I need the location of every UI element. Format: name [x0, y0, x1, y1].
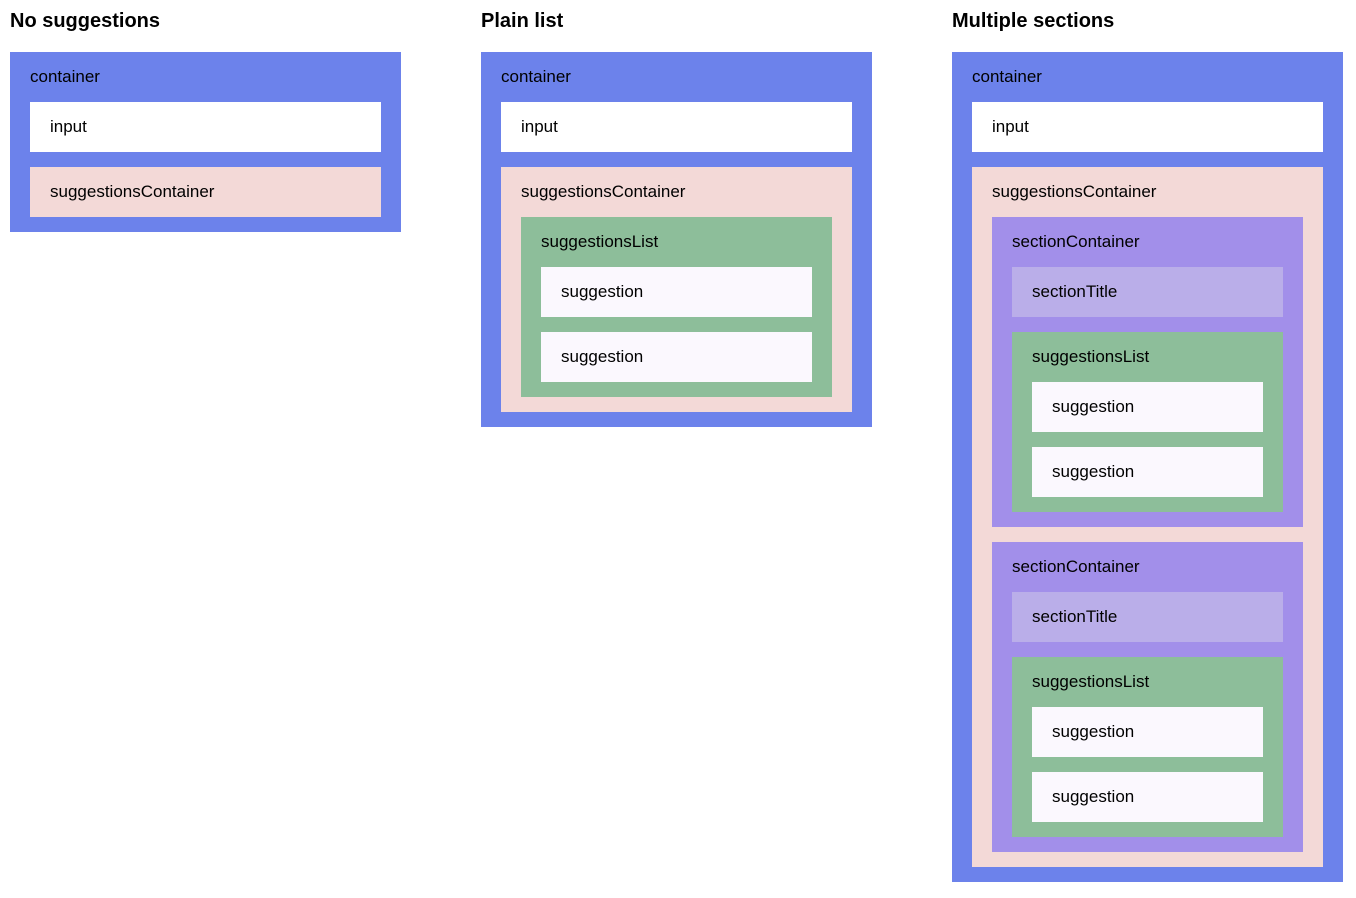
suggestion-label: suggestion	[1052, 462, 1135, 481]
example-plain-list: Plain list container input suggestionsCo…	[481, 10, 872, 427]
section-container-label: sectionContainer	[1012, 557, 1140, 576]
suggestion-label: suggestion	[561, 347, 644, 366]
container-box: container input suggestionsContainer	[10, 52, 401, 232]
suggestions-list-label: suggestionsList	[1032, 347, 1150, 366]
suggestions-list-label: suggestionsList	[1032, 672, 1150, 691]
suggestions-container-label: suggestionsContainer	[521, 182, 686, 201]
suggestion-item[interactable]: suggestion	[1032, 382, 1263, 432]
suggestion-item[interactable]: suggestion	[1032, 707, 1263, 757]
suggestions-container-box: suggestionsContainer sectionContainer se…	[972, 167, 1323, 867]
container-box: container input suggestionsContainer sug…	[481, 52, 872, 427]
suggestions-container-box: suggestionsContainer suggestionsList sug…	[501, 167, 852, 412]
suggestions-list-box: suggestionsList suggestion suggestion	[521, 217, 832, 397]
suggestions-list-box: suggestionsList suggestion suggestion	[1012, 657, 1283, 837]
suggestions-list-label: suggestionsList	[541, 232, 659, 251]
section-title-box: sectionTitle	[1012, 592, 1283, 642]
container-box: container input suggestionsContainer sec…	[952, 52, 1343, 882]
input-box[interactable]: input	[972, 102, 1323, 152]
suggestions-container-label: suggestionsContainer	[50, 182, 215, 201]
suggestions-list-box: suggestionsList suggestion suggestion	[1012, 332, 1283, 512]
container-label: container	[501, 67, 571, 86]
suggestions-container-label: suggestionsContainer	[992, 182, 1157, 201]
input-label: input	[992, 117, 1029, 136]
section-container-label: sectionContainer	[1012, 232, 1140, 251]
input-box[interactable]: input	[30, 102, 381, 152]
suggestions-container-box: suggestionsContainer	[30, 167, 381, 217]
section-container-box: sectionContainer sectionTitle suggestion…	[992, 217, 1303, 527]
input-label: input	[521, 117, 558, 136]
example-title: Multiple sections	[952, 10, 1115, 32]
example-no-suggestions: No suggestions container input suggestio…	[10, 10, 401, 232]
suggestion-item[interactable]: suggestion	[541, 267, 812, 317]
examples-row: No suggestions container input suggestio…	[10, 10, 1346, 882]
suggestion-item[interactable]: suggestion	[541, 332, 812, 382]
example-title: No suggestions	[10, 10, 161, 32]
suggestion-item[interactable]: suggestion	[1032, 772, 1263, 822]
section-title-box: sectionTitle	[1012, 267, 1283, 317]
suggestion-label: suggestion	[561, 282, 644, 301]
section-title-label: sectionTitle	[1032, 282, 1118, 301]
input-label: input	[50, 117, 87, 136]
example-multiple-sections: Multiple sections container input sugges…	[952, 10, 1343, 882]
container-label: container	[30, 67, 100, 86]
suggestion-label: suggestion	[1052, 722, 1135, 741]
section-container-box: sectionContainer sectionTitle suggestion…	[992, 542, 1303, 852]
suggestion-label: suggestion	[1052, 397, 1135, 416]
suggestion-item[interactable]: suggestion	[1032, 447, 1263, 497]
input-box[interactable]: input	[501, 102, 852, 152]
suggestion-label: suggestion	[1052, 787, 1135, 806]
section-title-label: sectionTitle	[1032, 607, 1118, 626]
example-title: Plain list	[481, 10, 564, 32]
container-label: container	[972, 67, 1042, 86]
